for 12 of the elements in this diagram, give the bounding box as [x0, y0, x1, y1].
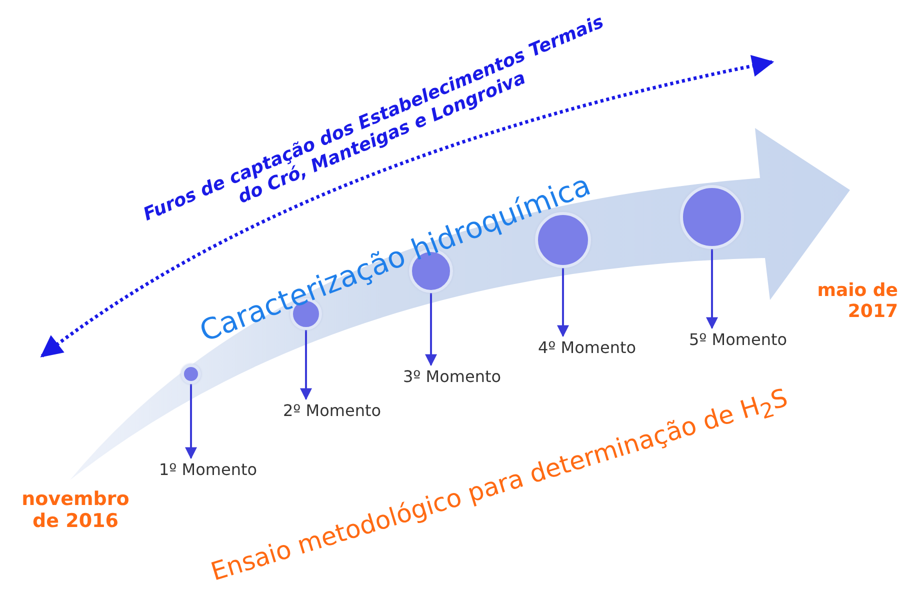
moment-label: 1º Momento — [150, 460, 266, 482]
moment-label: 3º Momento — [392, 367, 512, 389]
arrow — [557, 268, 569, 338]
start-date: novembro de 2016 — [20, 488, 130, 532]
end-date: maio de 2017 — [816, 280, 898, 322]
arrow — [425, 293, 437, 366]
arrow — [185, 384, 197, 460]
arrow — [706, 249, 718, 330]
moment-label: 2º Momento — [272, 401, 392, 423]
moment-label: 5º Momento — [678, 330, 798, 352]
moment-label: 4º Momento — [527, 338, 647, 360]
arrow — [300, 330, 312, 400]
